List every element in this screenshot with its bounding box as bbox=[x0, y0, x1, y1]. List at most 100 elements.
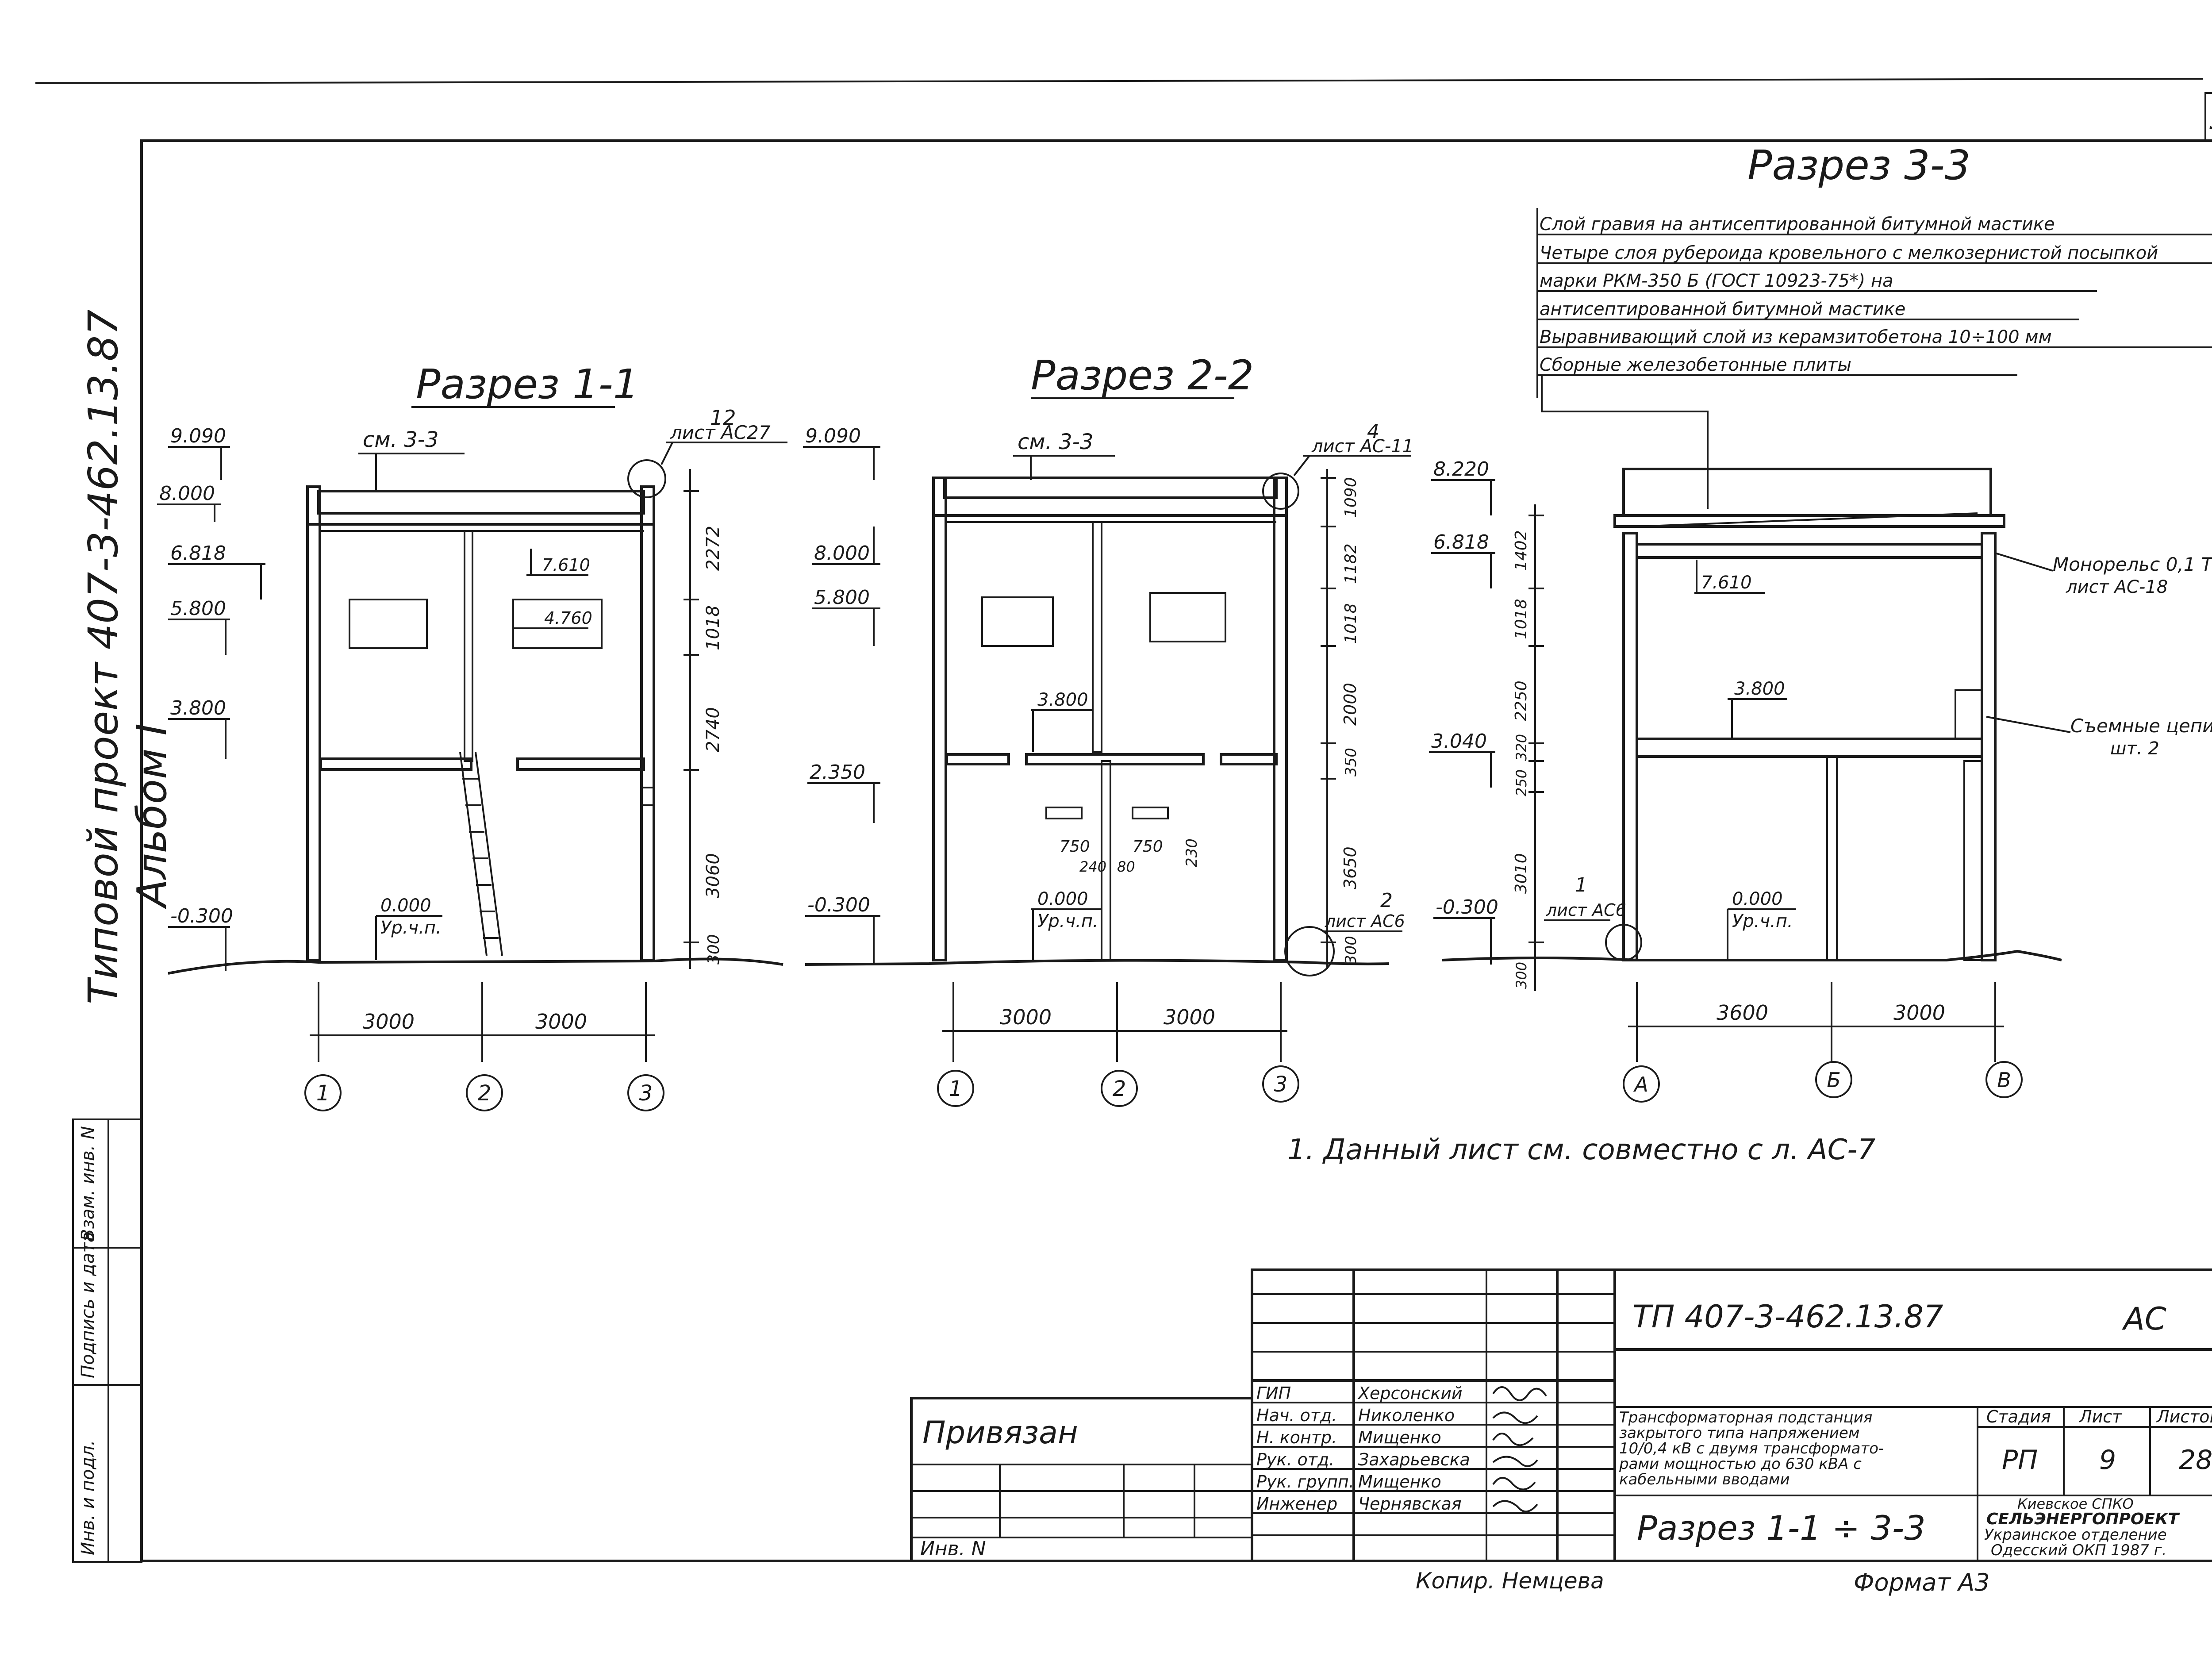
name-inzhener: Чернявская bbox=[1358, 1494, 1462, 1514]
section-3-3-level-0000: 0.000 bbox=[1732, 889, 1783, 909]
hdim-3000-a: 3000 bbox=[363, 1010, 415, 1034]
section-1-1-floor-slab-left bbox=[319, 757, 472, 771]
section-1-1-axes: 1 2 3 bbox=[304, 1074, 664, 1111]
sdim-750-a: 750 bbox=[1060, 838, 1090, 856]
axis-label: 1 bbox=[949, 1076, 963, 1101]
section-1-1-vert-dims: 2272 1018 2740 3060 300 bbox=[684, 469, 723, 969]
layer-line-4: антисептированной битумной мастике bbox=[1540, 299, 1905, 319]
section-1-1-level-label: Ур.ч.п. bbox=[380, 918, 442, 938]
section-3-3-ceiling-slab bbox=[1636, 543, 1983, 559]
section-3-3-wall-left bbox=[1622, 532, 1638, 961]
project-desc-3: 10/0,4 кВ с двумя трансформато- bbox=[1619, 1440, 1884, 1457]
vdim-2250: 2250 bbox=[1512, 680, 1530, 721]
axis-label: 3 bbox=[1274, 1072, 1288, 1097]
section-3-3-vert-dims: 1402 1018 2250 320 250 3010 300 bbox=[1512, 504, 1544, 991]
section-1-1-opening-right bbox=[512, 599, 603, 649]
drawing-title: Разрез 1-1 ÷ 3-3 bbox=[1637, 1508, 1926, 1548]
section-2-2-ground bbox=[805, 959, 1390, 966]
vdim-3010: 3010 bbox=[1512, 853, 1530, 894]
section-2-2-roof-slab bbox=[943, 477, 1278, 499]
section-2-2-axes: 1 2 3 bbox=[937, 1065, 1299, 1107]
vdim-320: 320 bbox=[1513, 734, 1530, 761]
section-1-1-elevations: 9.090 8.000 6.818 5.800 3.800 -0.300 bbox=[157, 425, 265, 971]
signature-scribble bbox=[1492, 1477, 1536, 1491]
section-3-3-axes: А Б В bbox=[1623, 1061, 2023, 1103]
elev-9090: 9.090 bbox=[170, 425, 226, 447]
section-2-2-title: Разрез 2-2 bbox=[1031, 352, 1254, 399]
role-inzhener: Инженер bbox=[1256, 1494, 1337, 1514]
elev-5800: 5.800 bbox=[170, 597, 226, 620]
axis-bubble bbox=[1101, 1070, 1138, 1107]
section-3-3-level-7610: 7.610 bbox=[1701, 573, 1752, 593]
section-2-2-column-mid bbox=[1092, 521, 1102, 753]
section-3-3-column bbox=[1826, 756, 1838, 961]
elev-3040: 3.040 bbox=[1431, 730, 1487, 753]
section-2-2-ref: см. 3-3 bbox=[1018, 430, 1094, 454]
section-3-3-callout-circle bbox=[1605, 924, 1642, 961]
section-2-2-elevations: 9.090 8.000 5.800 2.350 -0.300 bbox=[803, 425, 880, 965]
side-album: Альбом I bbox=[128, 723, 176, 909]
stamp-signature-date: Подпись и дата bbox=[78, 1232, 98, 1378]
elev-6818: 6.818 bbox=[170, 542, 226, 565]
privyazan-label: Привязан bbox=[922, 1414, 1078, 1451]
section-2-2-callout2-circle bbox=[1284, 926, 1335, 976]
privyazan-block: Привязан Инв. N bbox=[910, 1397, 1253, 1562]
section-3-3: Разрез 3-3 Слой гравия на антисептирован… bbox=[1429, 142, 2212, 1103]
vdim-1018: 1018 bbox=[1512, 599, 1530, 639]
elev-6818: 6.818 bbox=[1433, 531, 1489, 553]
section-1-1-level-7610: 7.610 bbox=[542, 555, 590, 575]
elev-minus0300: -0.300 bbox=[807, 894, 870, 916]
axis-bubble bbox=[1262, 1065, 1299, 1103]
section-1-1-level-4760: 4.760 bbox=[544, 608, 592, 628]
section-2-2-callout-sheet: лист АС-11 bbox=[1311, 436, 1413, 457]
sheet-top-edge bbox=[35, 78, 2204, 84]
section-2-2-vert-dims: 1090 1182 1018 2000 350 3650 300 bbox=[1321, 469, 1360, 969]
name-ruk-otd: Захарьевска bbox=[1358, 1450, 1470, 1469]
elev-8000: 8.000 bbox=[814, 542, 870, 565]
roof-layers-legend: Слой гравия на антисептированной битумно… bbox=[1536, 208, 2212, 509]
vdim-2740: 2740 bbox=[703, 707, 723, 752]
monorail-sheet: лист АС-18 bbox=[2066, 577, 2168, 597]
section-1-1-callout-circle bbox=[627, 459, 666, 498]
section-3-3-level-label: Ур.ч.п. bbox=[1732, 911, 1793, 931]
role-gip: ГИП bbox=[1256, 1384, 1291, 1403]
hdim-3000-b: 3000 bbox=[1164, 1005, 1215, 1029]
elev-2350: 2.350 bbox=[810, 761, 865, 784]
section-2-2-wall-right bbox=[1273, 477, 1288, 961]
general-note: 1. Данный лист см. совместно с л. АС-7 bbox=[1287, 1134, 1875, 1166]
inv-label: Инв. N bbox=[920, 1537, 986, 1560]
doc-mark: АС bbox=[2122, 1301, 2166, 1337]
signature-scribble bbox=[1492, 1411, 1538, 1424]
sheets-header: Листов bbox=[2156, 1407, 2212, 1426]
org-line-1: Киевское СПКО bbox=[2017, 1495, 2134, 1512]
chains-count: шт. 2 bbox=[2110, 738, 2159, 759]
hdim-3000-b: 3000 bbox=[535, 1010, 587, 1034]
section-3-3-title: Разрез 3-3 bbox=[1747, 142, 1970, 189]
sdim-230: 230 bbox=[1183, 838, 1201, 867]
hdim-3000: 3000 bbox=[1893, 1001, 1945, 1025]
project-desc-4: рами мощностью до 630 кВА с bbox=[1619, 1455, 1862, 1473]
axis-label: Б bbox=[1827, 1068, 1841, 1092]
section-1-1-title: Разрез 1-1 bbox=[416, 361, 639, 408]
sheet-header: Лист bbox=[2078, 1407, 2123, 1426]
sheet-value: 9 bbox=[2099, 1445, 2116, 1476]
axis-label: 2 bbox=[1113, 1076, 1126, 1101]
vdim-350: 350 bbox=[1342, 748, 1360, 776]
org-line-3: Украинское отделение bbox=[1984, 1526, 2167, 1544]
sheets-value: 28 bbox=[2179, 1445, 2212, 1476]
section-1-1-floor-slab-right bbox=[516, 757, 645, 771]
layer-line-6: Сборные железобетонные плиты bbox=[1540, 355, 1851, 375]
org-line-4: Одесский ОКП 1987 г. bbox=[1991, 1541, 2166, 1559]
role-n-kontr: Н. контр. bbox=[1256, 1428, 1337, 1447]
vdim-1018: 1018 bbox=[1342, 603, 1360, 644]
vdim-1090: 1090 bbox=[1342, 477, 1360, 518]
elev-8000: 8.000 bbox=[159, 482, 215, 505]
axis-bubble bbox=[937, 1070, 974, 1107]
section-3-3-callout-num: 1 bbox=[1575, 874, 1587, 896]
axis-bubble bbox=[1623, 1065, 1660, 1103]
project-desc-5: кабельными вводами bbox=[1619, 1471, 1790, 1488]
vdim-2000: 2000 bbox=[1340, 683, 1360, 726]
section-2-2-floor-slab bbox=[945, 753, 1010, 765]
monorail-label: Монорельс 0,1 Т bbox=[2053, 553, 2212, 575]
sdim-240: 240 bbox=[1079, 858, 1106, 875]
